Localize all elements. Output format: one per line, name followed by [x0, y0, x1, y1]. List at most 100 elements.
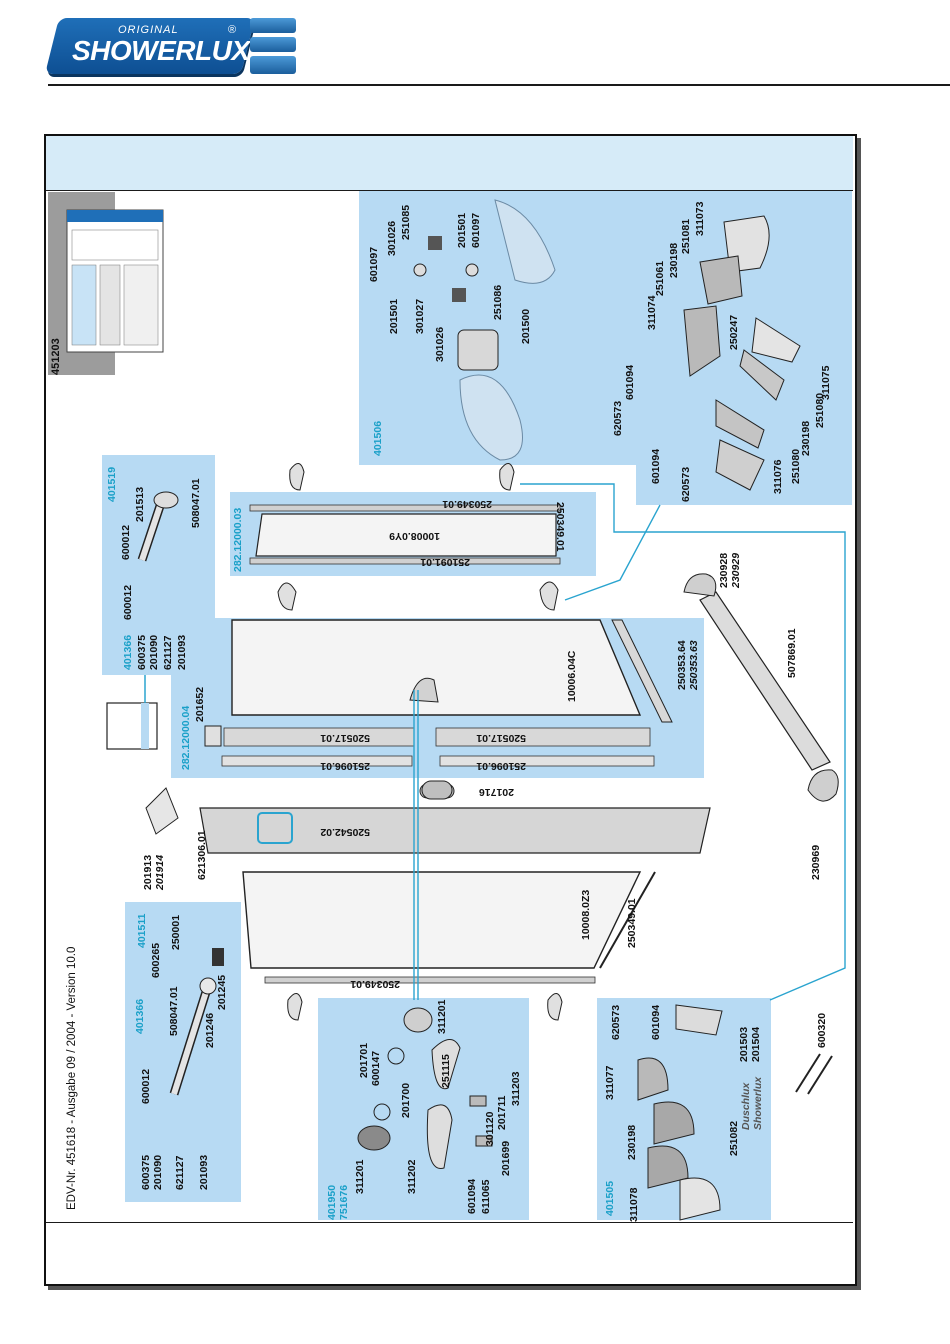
part-label-201501a: 201501 — [456, 212, 468, 248]
part-label-250349-side: 250349.01 — [554, 502, 566, 552]
part-label-251115: 251115 — [440, 1054, 452, 1088]
part-label-508047b: 508047.01 — [168, 986, 180, 1036]
part-label-201090b: 201090 — [152, 1154, 164, 1190]
part-label-600012: 600012 — [120, 524, 132, 560]
logo-original-text: ORIGINAL — [118, 24, 179, 36]
part-label-230198c: 230198 — [626, 1124, 638, 1160]
part-label-621306: 621306.01 — [196, 830, 208, 880]
part-label-201699: 201699 — [500, 1140, 512, 1176]
part-label-520542: 520542.02 — [320, 826, 370, 838]
part-label-201504: 201504 — [750, 1026, 762, 1062]
document-edition-note: EDV-Nr. 451618 - Ausgabe 09 / 2004 - Ver… — [66, 946, 78, 1210]
part-label-201701: 201701 — [358, 1042, 370, 1078]
part-label-201513: 201513 — [134, 486, 146, 522]
part-label-230969: 230969 — [810, 844, 822, 880]
part-label-621127b: 621127 — [174, 1155, 186, 1190]
part-label-301027: 301027 — [414, 298, 426, 334]
part-label-201711: 201711 — [496, 1095, 508, 1130]
part-label-251096b: 251096.01 — [476, 760, 526, 772]
part-label-600375a: 600375 — [136, 634, 148, 670]
part-label-620573a: 620573 — [612, 400, 624, 436]
kit-label-401366b: 401366 — [134, 998, 146, 1034]
brand-stamp-line1: Duschlux — [740, 1082, 752, 1130]
bottom-glass-panel — [242, 871, 656, 984]
part-label-201501b: 201501 — [388, 298, 400, 334]
part-label-311076: 311076 — [772, 459, 784, 494]
main-glass-panel — [221, 619, 673, 767]
kit-label-401506: 401506 — [372, 420, 384, 456]
part-label-201652: 201652 — [194, 686, 206, 722]
part-label-601094d: 601094 — [650, 1004, 662, 1040]
kit-label-282-03: 282.12000.03 — [232, 507, 244, 572]
part-label-600320: 600320 — [816, 1012, 828, 1048]
part-label-600375b: 600375 — [140, 1154, 152, 1190]
logo-registered-mark: ® — [228, 24, 237, 36]
part-label-311203: 311203 — [510, 1071, 522, 1106]
part-label-251081: 251081 — [680, 218, 692, 254]
part-label-201245: 201245 — [216, 974, 228, 1010]
header-rule — [48, 84, 950, 86]
part-label-201913: 201913 — [142, 854, 154, 890]
catalog-number-label: 451203 — [50, 338, 62, 375]
kit-label-401366a: 401366 — [122, 634, 134, 670]
part-label-201700: 201700 — [400, 1082, 412, 1118]
part-label-251085: 251085 — [400, 204, 412, 240]
kit-box-401950 — [318, 998, 529, 1220]
part-label-10008-0z3: 10008.0Z3 — [580, 889, 592, 940]
part-label-601094b: 601094 — [650, 448, 662, 484]
part-label-601097b: 601097 — [470, 212, 482, 248]
part-label-201500: 201500 — [520, 308, 532, 344]
profile-bar — [199, 783, 711, 854]
hinge-assembly-401950 — [357, 1007, 493, 1169]
frame-footer-rule — [46, 1222, 853, 1223]
corner-sample — [106, 702, 158, 750]
kit-label-401519: 401519 — [106, 466, 118, 502]
wall-bracket-401505 — [637, 1004, 833, 1221]
part-label-251080b: 251080 — [790, 448, 802, 484]
part-label-230198a: 230198 — [668, 242, 680, 278]
part-label-230929: 230929 — [730, 552, 742, 588]
kit-label-751676: 751676 — [338, 1184, 350, 1220]
part-label-311202: 311202 — [406, 1159, 418, 1194]
part-label-301026b: 301026 — [434, 326, 446, 362]
part-label-600147: 600147 — [370, 1050, 382, 1086]
kit-label-401505: 401505 — [604, 1180, 616, 1216]
part-label-601097a: 601097 — [368, 246, 380, 282]
part-label-508047: 508047.01 — [190, 478, 202, 528]
part-label-201716: 201716 — [478, 786, 514, 798]
part-label-230928: 230928 — [718, 552, 730, 588]
kit-label-401950: 401950 — [326, 1184, 338, 1220]
part-label-251086: 251086 — [492, 284, 504, 320]
support-rod-401511 — [169, 948, 224, 1096]
part-label-201246: 201246 — [204, 1012, 216, 1048]
part-label-311201a: 311201 — [436, 999, 448, 1034]
part-label-311201b: 311201 — [354, 1159, 366, 1194]
part-label-620573c: 620573 — [610, 1004, 622, 1040]
part-label-621127a: 621127 — [162, 635, 174, 670]
kit-label-282-04: 282.12000.04 — [180, 705, 192, 770]
part-label-311078: 311078 — [628, 1187, 640, 1222]
support-rod-401519 — [137, 491, 179, 562]
part-label-251061: 251061 — [654, 260, 666, 296]
part-label-311074: 311074 — [646, 295, 658, 330]
part-label-201093b: 201093 — [198, 1154, 210, 1190]
kit-label-401511: 401511 — [136, 913, 148, 948]
showerlux-logo: ORIGINAL SHOWERLUX ® — [45, 18, 255, 74]
part-label-311073: 311073 — [694, 201, 706, 236]
part-label-601094a: 601094 — [624, 364, 636, 400]
part-label-250349-d: 250349.01 — [350, 978, 400, 990]
part-label-250349-c: 250349.01 — [626, 898, 638, 948]
part-label-201914: 201914 — [154, 854, 166, 890]
logo-stripes — [250, 18, 298, 74]
part-label-600012c: 600012 — [140, 1068, 152, 1104]
part-label-507869: 507869.01 — [786, 628, 798, 678]
leader-lines — [413, 483, 846, 1001]
part-label-520517a: 520517.01 — [320, 732, 370, 744]
hinge-assembly-401506 — [413, 199, 556, 461]
part-label-250001: 250001 — [170, 914, 182, 950]
part-label-620573b: 620573 — [680, 466, 692, 502]
part-label-10006: 10006.04C — [566, 650, 578, 702]
part-label-250353-63: 250353.63 — [688, 640, 700, 690]
part-label-250247: 250247 — [728, 314, 740, 350]
